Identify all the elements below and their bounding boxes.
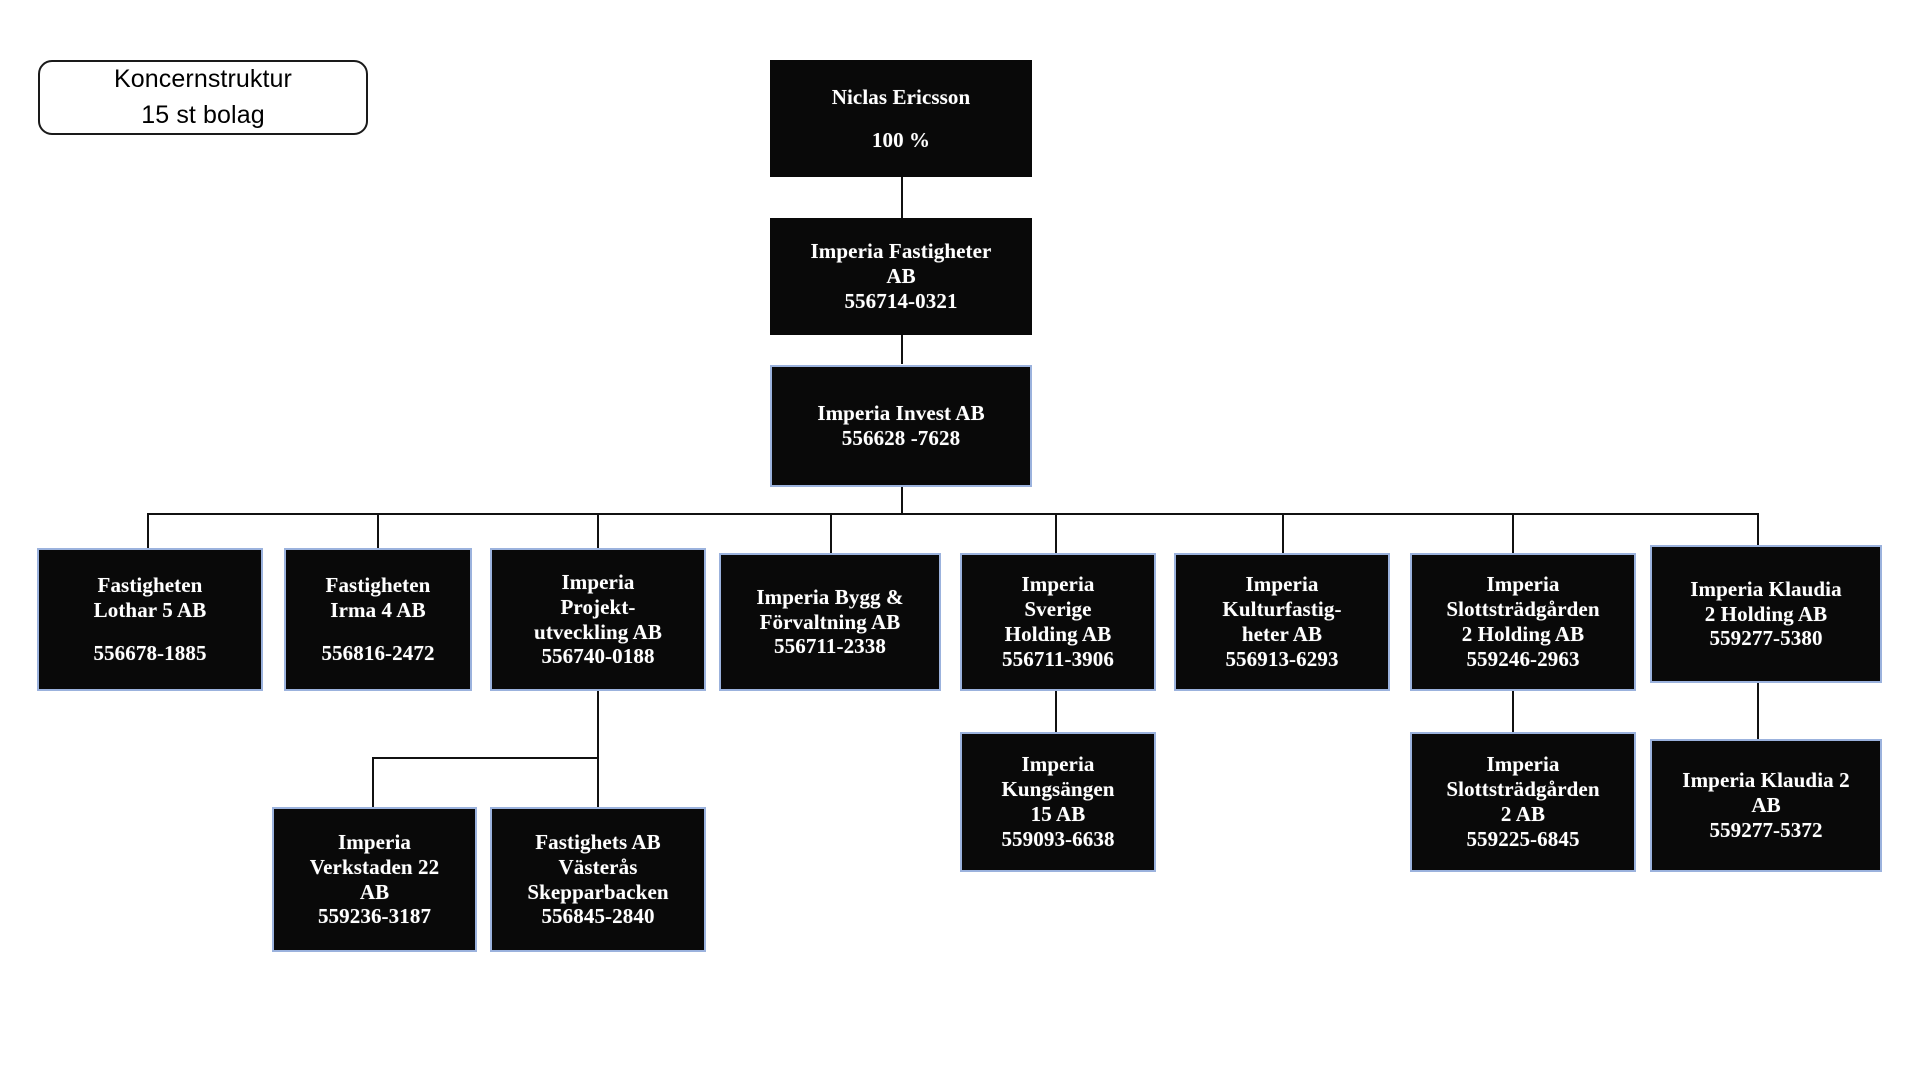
node-irma-line1: Fastigheten xyxy=(325,573,431,598)
node-projekt-line3: utveckling AB xyxy=(534,619,662,644)
node-slottsholding-line2: Slottsträdgården xyxy=(1446,597,1600,622)
node-projekt-line1: Imperia xyxy=(561,569,635,594)
node-lothar-line1: Fastigheten xyxy=(97,573,203,598)
node-fastigheter-line1: Imperia Fastigheter xyxy=(810,239,992,264)
node-projekt-line2: Projekt- xyxy=(560,594,636,619)
node-klaudia2-orgnr: 559277-5372 xyxy=(1709,817,1823,842)
connector-sverige-to-kungsangen xyxy=(1055,691,1057,732)
node-sverige-line2: Sverige xyxy=(1024,597,1092,622)
node-verkstaden-line3: AB xyxy=(359,879,390,904)
node-slottsholding-line3: 2 Holding AB xyxy=(1461,622,1585,646)
connector-projekt-subbus xyxy=(372,757,599,759)
node-bygg-line2: Förvaltning AB xyxy=(759,609,901,634)
node-irma-line2: Irma 4 AB xyxy=(330,598,426,623)
node-imperia-klaudia-2-holding[interactable]: Imperia Klaudia 2 Holding AB 559277-5380 xyxy=(1650,545,1882,683)
node-sverige-line3: Holding AB xyxy=(1004,622,1112,646)
node-invest-orgnr: 556628 -7628 xyxy=(841,426,961,450)
node-slott2-line1: Imperia xyxy=(1486,752,1560,777)
connector-subbus-drop-verkstaden xyxy=(372,757,374,807)
legend-title: Koncernstruktur xyxy=(114,65,292,93)
node-vasteras-orgnr: 556845-2840 xyxy=(541,904,655,929)
node-kultur-line3: heter AB xyxy=(1241,622,1323,646)
node-kultur-orgnr: 556913-6293 xyxy=(1225,646,1339,671)
node-klaudia2-line1: Imperia Klaudia 2 xyxy=(1682,768,1850,793)
connector-bus-drop-projekt xyxy=(597,513,599,548)
node-fastigheten-irma-4[interactable]: Fastigheten Irma 4 AB 556816-2472 xyxy=(284,548,472,691)
node-slott2-line3: 2 AB xyxy=(1500,802,1546,826)
node-kungsangen-line2: Kungsängen xyxy=(1001,777,1115,802)
connector-bus-drop-kultur xyxy=(1282,513,1284,553)
connector-klaudiaholding-to-klaudia2 xyxy=(1757,683,1759,739)
connector-fastigheter-to-invest xyxy=(901,334,903,364)
node-owner-share: 100 % xyxy=(871,127,931,152)
node-kungsangen-line1: Imperia xyxy=(1021,752,1095,777)
node-slott2-line2: Slottsträdgården xyxy=(1446,777,1600,802)
node-klaudiaholding-line1: Imperia Klaudia xyxy=(1690,576,1842,601)
node-owner[interactable]: Niclas Ericsson 100 % xyxy=(770,60,1032,177)
node-imperia-fastigheter[interactable]: Imperia Fastigheter AB 556714-0321 xyxy=(770,218,1032,335)
node-verkstaden-orgnr: 559236-3187 xyxy=(317,904,432,929)
connector-slottsholding-to-slott2 xyxy=(1512,691,1514,732)
node-imperia-klaudia-2[interactable]: Imperia Klaudia 2 AB 559277-5372 xyxy=(1650,739,1882,872)
connector-subbus-drop-vasteras xyxy=(597,757,599,807)
node-owner-name: Niclas Ericsson xyxy=(831,84,971,109)
node-imperia-slottstradgarden-2[interactable]: Imperia Slottsträdgården 2 AB 559225-684… xyxy=(1410,732,1636,872)
legend-card: Koncernstruktur 15 st bolag xyxy=(38,60,368,135)
connector-projekt-to-subbus xyxy=(597,686,599,758)
connector-owner-to-fastigheter xyxy=(901,176,903,218)
node-fastigheter-line2: AB xyxy=(886,264,916,289)
node-klaudiaholding-line2: 2 Holding AB xyxy=(1704,601,1828,626)
connector-bus-drop-irma xyxy=(377,513,379,548)
node-sverige-line1: Imperia xyxy=(1021,572,1095,597)
node-kungsangen-line3: 15 AB xyxy=(1030,802,1086,826)
node-fastigheten-lothar-5[interactable]: Fastigheten Lothar 5 AB 556678-1885 xyxy=(37,548,263,691)
node-projekt-orgnr: 556740-0188 xyxy=(541,644,655,669)
node-verkstaden-line1: Imperia xyxy=(337,829,412,854)
connector-invest-to-bus xyxy=(901,487,903,514)
connector-bus-drop-sverige xyxy=(1055,513,1057,553)
node-invest-line1: Imperia Invest AB xyxy=(817,401,985,426)
node-imperia-invest[interactable]: Imperia Invest AB 556628 -7628 xyxy=(770,365,1032,487)
node-fastigheter-orgnr: 556714-0321 xyxy=(844,288,958,313)
node-fastighets-ab-vasteras-skepparbacken[interactable]: Fastighets AB Västerås Skepparbacken 556… xyxy=(490,807,706,952)
node-imperia-slottstradgarden-2-holding[interactable]: Imperia Slottsträdgården 2 Holding AB 55… xyxy=(1410,553,1636,691)
node-sverige-orgnr: 556711-3906 xyxy=(1002,646,1114,671)
node-kultur-line2: Kulturfastig- xyxy=(1222,597,1342,622)
node-lothar-orgnr: 556678-1885 xyxy=(93,640,207,665)
node-imperia-kulturfastigheter[interactable]: Imperia Kulturfastig- heter AB 556913-62… xyxy=(1174,553,1390,691)
node-kultur-line1: Imperia xyxy=(1245,572,1319,597)
connector-bus-drop-slottsholding xyxy=(1512,513,1514,553)
node-slott2-orgnr: 559225-6845 xyxy=(1466,826,1580,851)
node-imperia-kungsangen-15[interactable]: Imperia Kungsängen 15 AB 559093-6638 xyxy=(960,732,1156,872)
node-bygg-line1: Imperia Bygg & xyxy=(756,584,904,609)
node-irma-orgnr: 556816-2472 xyxy=(321,640,435,665)
node-bygg-orgnr: 556711-2338 xyxy=(774,634,886,659)
node-imperia-sverige-holding[interactable]: Imperia Sverige Holding AB 556711-3906 xyxy=(960,553,1156,691)
connector-main-bus xyxy=(147,513,1757,515)
connector-bus-drop-lothar xyxy=(147,513,149,548)
node-vasteras-line3: Skepparbacken xyxy=(527,879,669,904)
node-imperia-projektutveckling[interactable]: Imperia Projekt- utveckling AB 556740-01… xyxy=(490,548,706,691)
node-lothar-line2: Lothar 5 AB xyxy=(93,598,207,623)
node-imperia-bygg-forvaltning[interactable]: Imperia Bygg & Förvaltning AB 556711-233… xyxy=(719,553,941,691)
node-verkstaden-line2: Verkstaden 22 xyxy=(309,854,440,879)
node-vasteras-line2: Västerås xyxy=(558,854,638,879)
node-imperia-verkstaden-22[interactable]: Imperia Verkstaden 22 AB 559236-3187 xyxy=(272,807,477,952)
legend-subtitle: 15 st bolag xyxy=(141,100,265,129)
node-klaudiaholding-orgnr: 559277-5380 xyxy=(1709,626,1823,651)
node-klaudia2-line2: AB xyxy=(1751,793,1781,818)
node-slottsholding-line1: Imperia xyxy=(1486,572,1560,597)
connector-bus-drop-bygg xyxy=(830,513,832,553)
node-vasteras-line1: Fastighets AB xyxy=(535,829,661,854)
connector-bus-drop-klaudiaholding xyxy=(1757,513,1759,545)
node-kungsangen-orgnr: 559093-6638 xyxy=(1001,826,1115,851)
node-slottsholding-orgnr: 559246-2963 xyxy=(1466,646,1580,671)
